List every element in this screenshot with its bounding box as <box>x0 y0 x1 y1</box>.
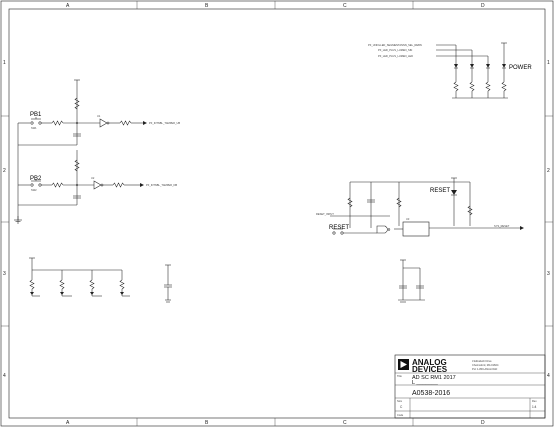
size-value: C <box>400 405 403 409</box>
net-label-led2: PF_LED_PLUS_LUMEN_SIN <box>378 48 412 52</box>
size-field-label: Size <box>397 399 403 403</box>
doc-number: A0538-2016 <box>412 390 450 397</box>
title-block <box>394 354 546 419</box>
col-label-c-bottom: C <box>343 420 347 426</box>
column-ticks <box>136 1 414 426</box>
decoupling-network <box>398 259 425 303</box>
sw2-refdes: SW2 <box>31 188 37 192</box>
col-label-c-top: C <box>343 3 347 9</box>
address-line-1: 3 Elizabeth Drive <box>472 359 492 363</box>
company-line-2: DEVICES <box>412 365 448 374</box>
title-line-2: L _______ <box>412 380 439 386</box>
sw1-refdes: SW1 <box>31 126 37 130</box>
pushbutton-circuit: PB1 SW1 U1 PF_INTNBL_TAMPER_UB PB2 SW2 U… <box>14 79 180 224</box>
reset-out-net: SYS_RESET <box>494 224 510 228</box>
sheet-value: 1:4 <box>532 405 537 409</box>
pb1-net-label: PF_INTNBL_TAMPER_UB <box>149 121 180 125</box>
row-label-4-left: 4 <box>3 373 6 379</box>
row-label-2-left: 2 <box>3 168 6 174</box>
pb2-label: PB2 <box>30 176 42 182</box>
power-led-circuit: POWER PF_UNFILLED_SEGMENTANNN_SEL_REBN P… <box>368 42 532 99</box>
led-bank-left <box>29 257 172 303</box>
col-label-b-top: B <box>205 3 209 9</box>
net-label-led1: PF_UNFILLED_SEGMENTANNN_SEL_REBN <box>368 43 422 47</box>
row-label-3-left: 3 <box>3 271 6 277</box>
row-label-1-left: 1 <box>3 60 6 66</box>
reset-led-label: RESET <box>430 188 450 194</box>
row-label-1-right: 1 <box>547 60 550 66</box>
address-line-3: PH: 1-800-ANALOGD <box>472 367 497 371</box>
row-ticks <box>1 115 553 327</box>
address-line-2: Chelmsford, MA 01824 <box>472 363 499 367</box>
pb2-net-label: PF_INTNBL_TAMPER_DB <box>146 183 177 187</box>
pb1-label: PB1 <box>30 112 42 118</box>
u3-refdes: U3 <box>406 217 410 221</box>
col-label-d-top: D <box>481 3 485 9</box>
reset-button-label: RESET <box>329 225 349 231</box>
row-label-3-right: 3 <box>547 271 550 277</box>
title-field-label: Title <box>397 374 402 378</box>
net-label-led3: PF_LED_PLUS_LUMEN_LED <box>378 54 413 58</box>
reset-circuit: RESET RESET RESET_INPUT SYS_RESET U3 <box>316 177 524 237</box>
row-label-4-right: 4 <box>547 373 550 379</box>
reset-in-net: RESET_INPUT <box>316 212 334 216</box>
col-label-d-bottom: D <box>481 420 485 426</box>
code-field-label: Code <box>397 413 404 417</box>
ground-symbol <box>14 216 22 224</box>
company-line-1: ANALOG <box>412 358 447 367</box>
row-label-2-right: 2 <box>547 168 550 174</box>
title-line-1: AD SC RM1 2017 <box>412 375 456 381</box>
col-label-a-bottom: A <box>66 420 70 426</box>
rev-field-label: Rev <box>532 399 537 403</box>
u1-refdes: U1 <box>97 114 101 118</box>
col-label-b-bottom: B <box>205 420 209 426</box>
inner-border <box>8 8 546 419</box>
u2-refdes: U2 <box>91 176 95 180</box>
col-label-a-top: A <box>66 3 70 9</box>
power-label: POWER <box>509 65 532 71</box>
